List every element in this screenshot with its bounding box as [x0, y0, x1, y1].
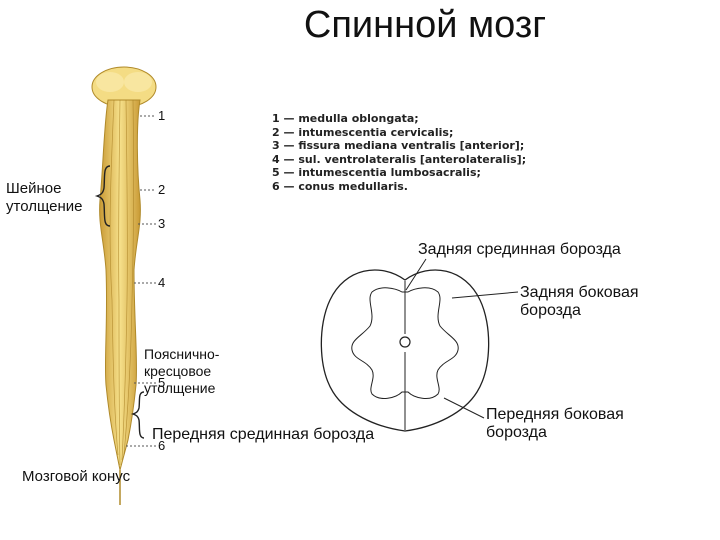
cross-section-outline [320, 269, 490, 432]
legend-item: 6 — conus medullaris. [272, 179, 408, 193]
pointer-lines [405, 258, 519, 419]
posterior-lateral-sulcus-label: Задняя боковая борозда [520, 284, 639, 319]
posterior-median-sulcus-label: Задняя срединная борозда [418, 241, 621, 258]
cord-number-4: 4 [158, 275, 166, 290]
cord-fiber-lines [109, 99, 135, 466]
anterior-median-fissure-label: Передняя срединная борозда [152, 426, 375, 443]
legend-item: 1 — medulla oblongata; [272, 112, 419, 125]
medulla-oblongata [91, 66, 157, 108]
latin-legend: 1 — medulla oblongata; 2 — intumescentia… [272, 112, 526, 193]
cord-cross-section [320, 269, 490, 432]
cord-number-6: 6 [158, 438, 166, 453]
anterior-lateral-sulcus-label: Передняя боковая борозда [486, 406, 624, 441]
legend-item: 4 — sul. ventrolateralis [anterolaterali… [272, 152, 527, 166]
cord-number-leaders [126, 115, 156, 447]
lumbosacral-enlargement-label: Пояснично- кресцовое утолщение [144, 346, 220, 396]
page-title: Спинной мозг [303, 4, 547, 46]
legend-item: 3 — fissura mediana ventralis [anterior]… [272, 139, 525, 152]
cord-number-5: 5 [158, 375, 166, 390]
legend-item: 2 — intumescentia cervicalis; [272, 125, 454, 139]
cervical-enlargement-label: Шейное утолщение [6, 180, 83, 215]
lumbosacral-brace [130, 391, 145, 439]
central-canal [399, 336, 411, 348]
conus-medullaris-label: Мозговой конус [22, 468, 131, 485]
cervical-brace [94, 165, 111, 227]
cord-number-3: 3 [158, 216, 166, 231]
cord-number-1: 1 [158, 108, 166, 123]
legend-item: 5 — intumescentia lumbosacralis; [272, 166, 481, 179]
gray-matter-outline [351, 287, 459, 399]
cord-number-2: 2 [158, 182, 166, 197]
